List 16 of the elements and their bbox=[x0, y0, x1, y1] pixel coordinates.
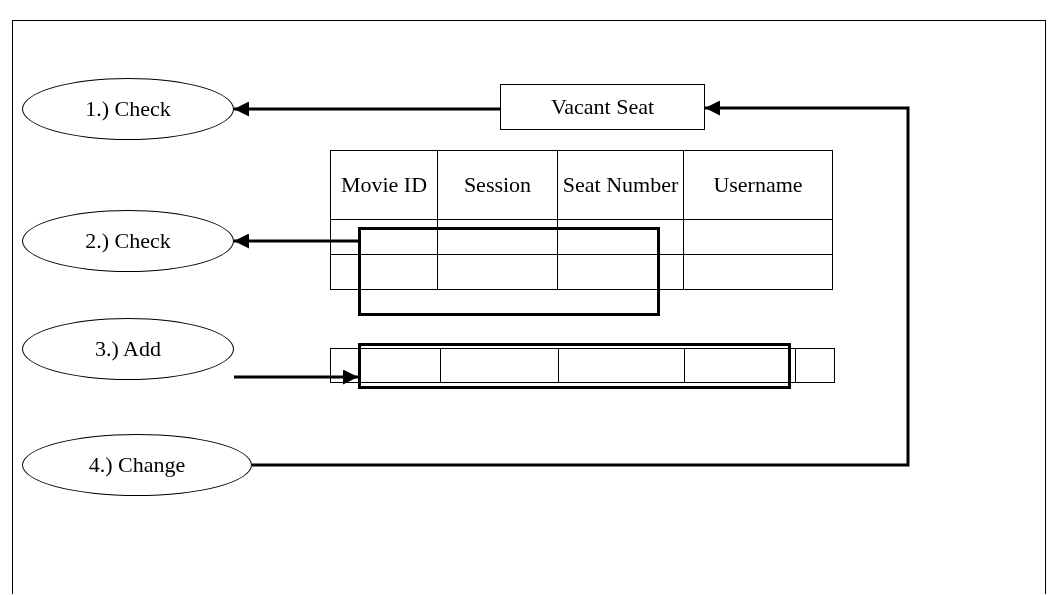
step-label: 4.) Change bbox=[88, 452, 186, 478]
column-header: Seat Number bbox=[562, 172, 679, 198]
step-label: 1.) Check bbox=[85, 96, 171, 122]
step-label: 3.) Add bbox=[95, 336, 161, 362]
step-label: 2.) Check bbox=[85, 228, 171, 254]
data-box bbox=[500, 84, 705, 130]
column-header: Username bbox=[713, 172, 803, 198]
arrow bbox=[252, 100, 910, 467]
arrow bbox=[234, 233, 358, 249]
column-header: Session bbox=[463, 172, 532, 198]
step-label: Vacant Seat bbox=[550, 94, 655, 120]
arrow bbox=[234, 369, 358, 385]
highlight-frame bbox=[358, 343, 791, 389]
arrow bbox=[234, 101, 500, 117]
column-header: Movie ID bbox=[340, 172, 428, 198]
highlight-frame bbox=[358, 227, 660, 316]
